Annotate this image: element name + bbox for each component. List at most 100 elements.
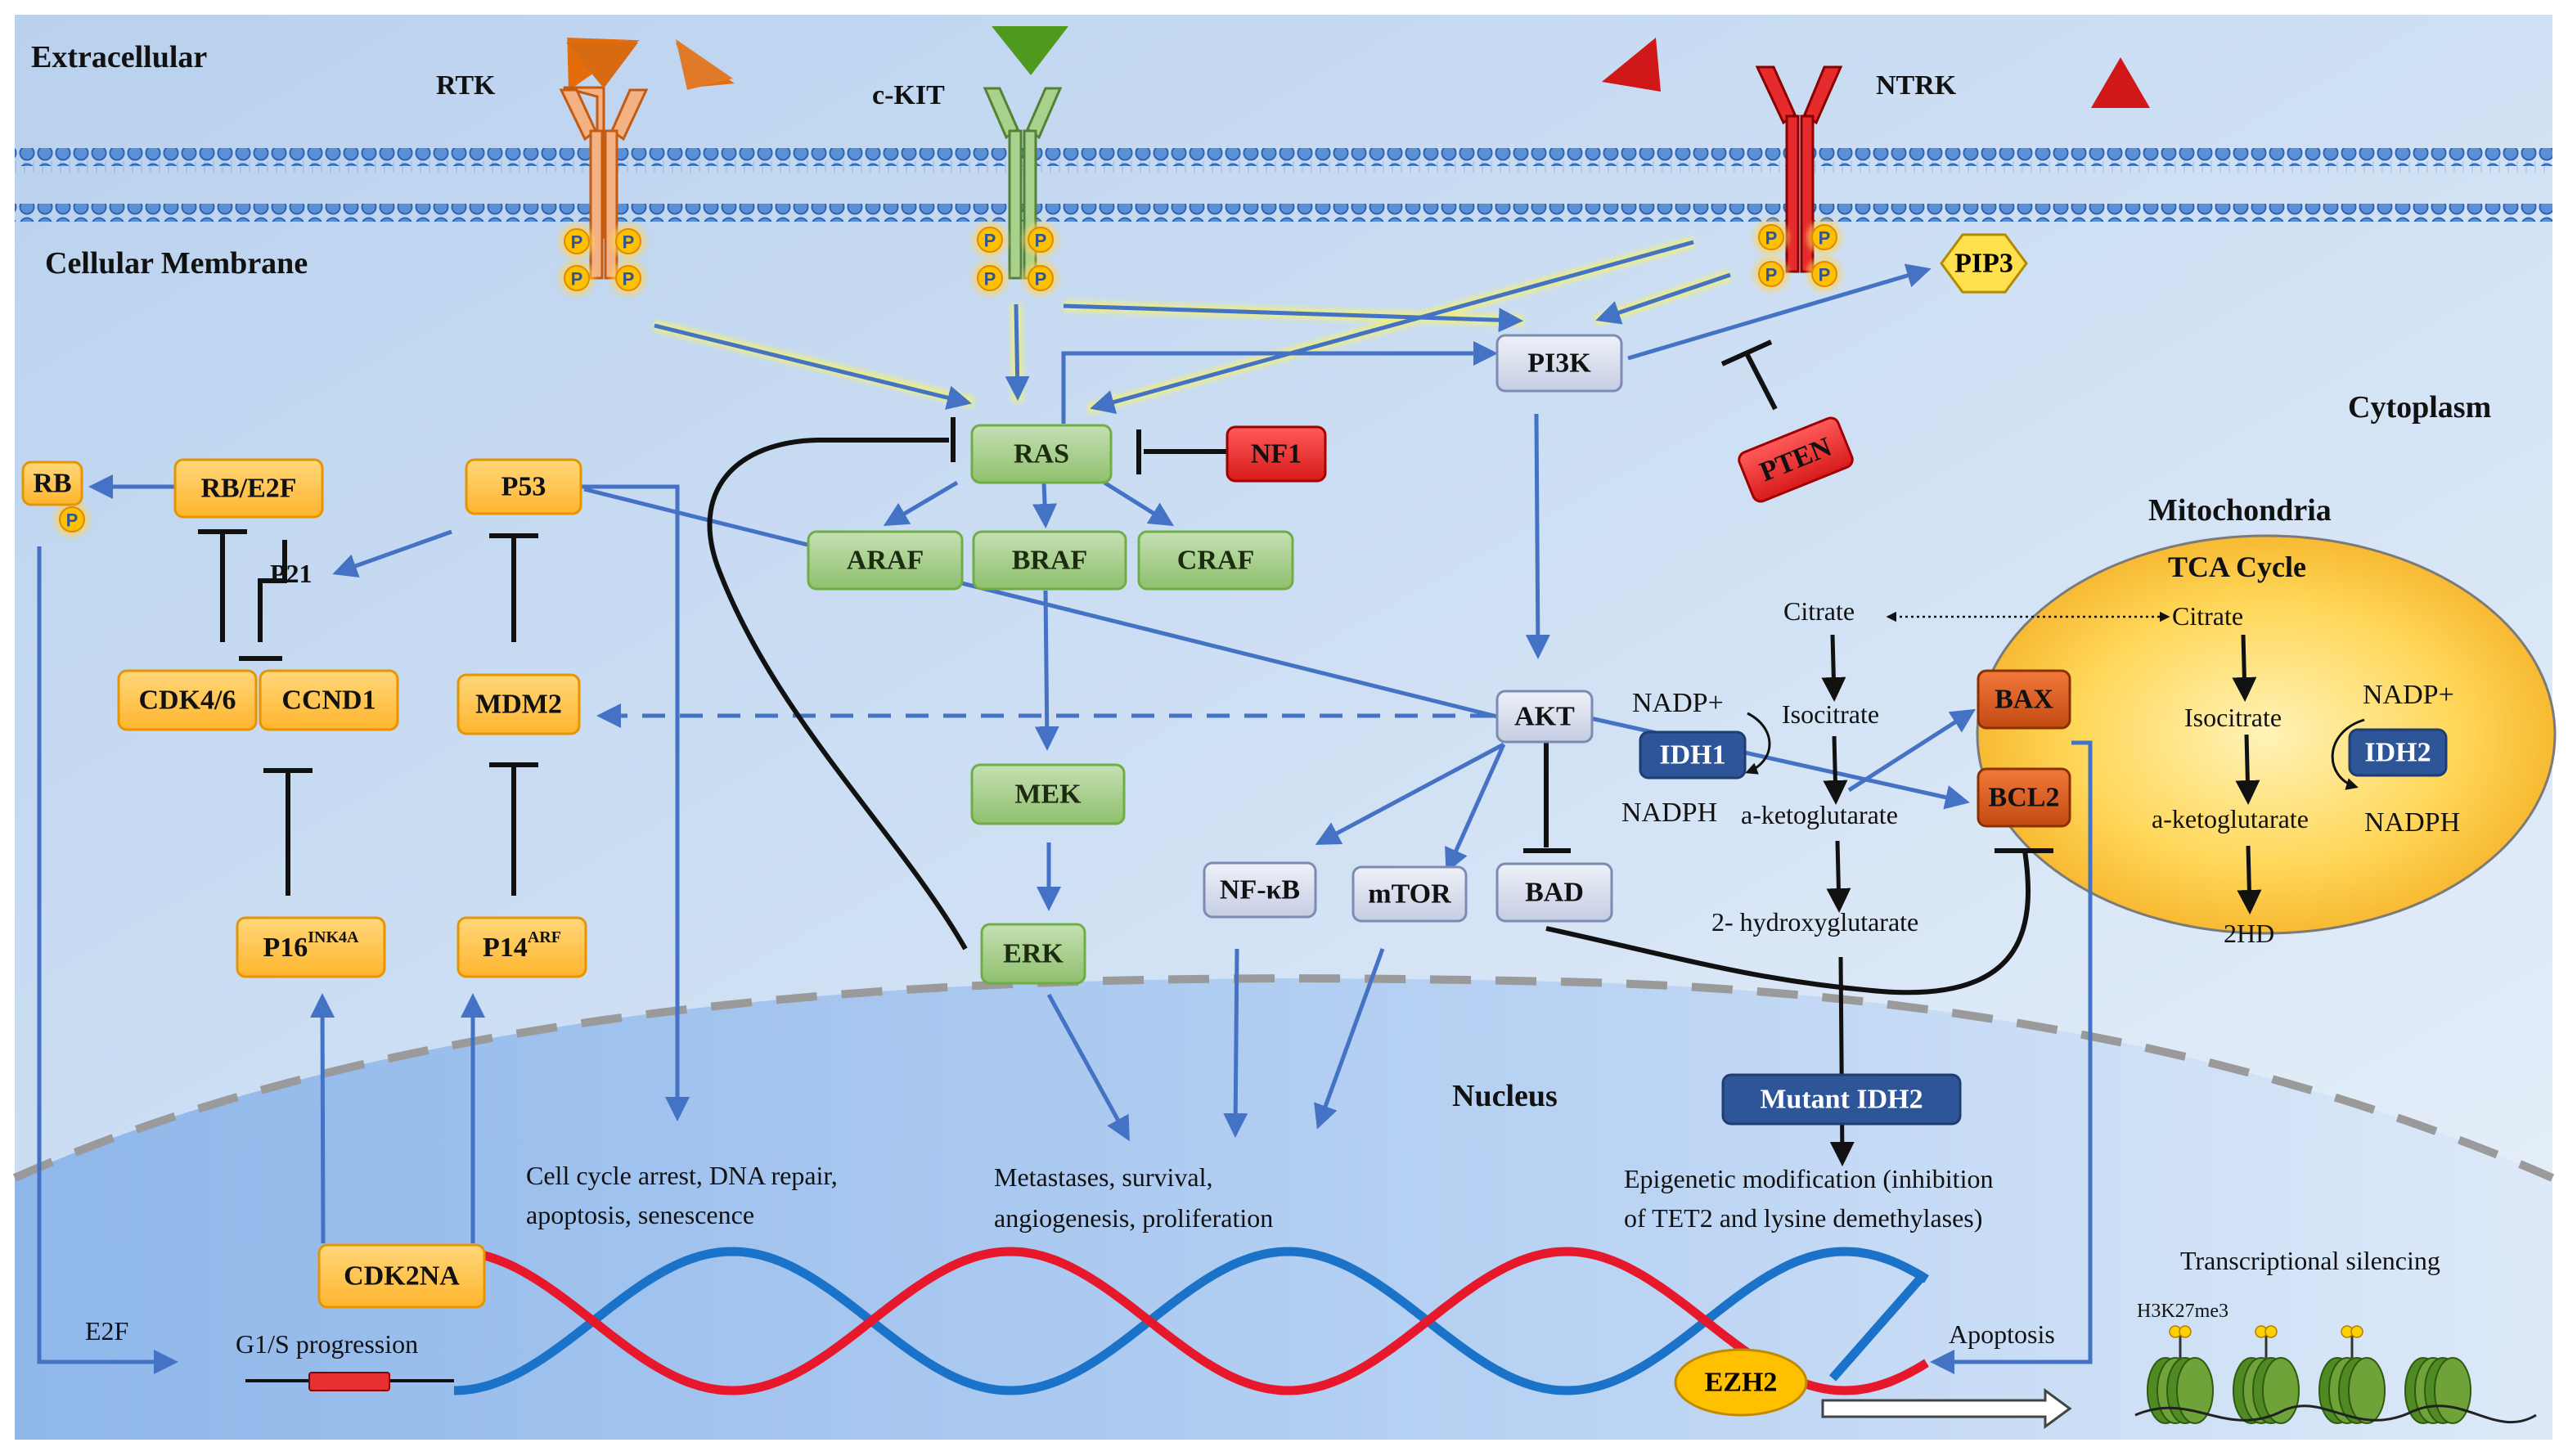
aketoglutarate-label: a-ketoglutarate — [1741, 800, 1898, 829]
mdm2-label: MDM2 — [475, 690, 562, 720]
p16-node: P16INK4A — [236, 916, 386, 978]
mek-label: MEK — [1014, 780, 1082, 810]
pip3-label: PIP3 — [1954, 249, 2013, 279]
mutant-idh2-label: Mutant IDH2 — [1760, 1085, 1923, 1115]
araf-node: ARAF — [807, 530, 964, 591]
phosphate-icon: P — [972, 260, 1008, 296]
rb-label: RB — [33, 469, 71, 499]
bad-node: BAD — [1495, 862, 1613, 923]
p53-label: P53 — [501, 472, 546, 502]
phosphate-icon: P — [559, 223, 595, 259]
rtk-ligand-icon — [676, 39, 733, 90]
cdk2na-label: CDK2NA — [344, 1261, 460, 1292]
mito-isocitrate-label: Isocitrate — [2184, 703, 2282, 732]
mito-2hd-label: 2HD — [2224, 919, 2274, 948]
dna-strand-red — [453, 1247, 1929, 1395]
phosphate-label: P — [623, 232, 635, 253]
dna-helix — [453, 1247, 1929, 1395]
phosphate-label: P — [1765, 265, 1778, 285]
isocitrate-label: Isocitrate — [1782, 699, 1879, 729]
nf1-label: NF1 — [1251, 439, 1302, 470]
pathway-arrows — [37, 263, 2093, 1374]
phosphate-icon: P — [54, 501, 90, 537]
p14-label: P14ARF — [483, 928, 561, 963]
ccnd1-label: CCND1 — [281, 685, 376, 716]
apoptosis-label: Apoptosis — [1949, 1319, 2055, 1349]
mek-node: MEK — [970, 763, 1126, 825]
g1s-gene-segment — [308, 1372, 390, 1391]
idh1-node: IDH1 — [1639, 730, 1747, 780]
bcl2-node: BCL2 — [1977, 767, 2071, 828]
mito-nadph-label: NADPH — [2364, 807, 2460, 838]
ccnd1-node: CCND1 — [259, 669, 399, 731]
pi3k-node: PI3K — [1495, 334, 1623, 393]
phosphate-label: P — [1819, 228, 1831, 249]
phosphate-icon: P — [1753, 256, 1789, 292]
craf-node: CRAF — [1137, 530, 1294, 591]
mitochondria — [1976, 534, 2557, 935]
rb-e2f-label: RB/E2F — [200, 474, 296, 504]
bax-node: BAX — [1977, 669, 2071, 730]
ntrk-label: NTRK — [1876, 70, 1957, 101]
h3k27me3-label: H3K27me3 — [2137, 1301, 2228, 1322]
inhibition-lines — [198, 339, 2053, 995]
phosphate-label: P — [623, 269, 635, 290]
rb-e2f-node: RB/E2F — [173, 458, 324, 519]
mito-aketoglutarate-label: a-ketoglutarate — [2152, 804, 2309, 834]
erk-node: ERK — [980, 923, 1086, 985]
braf-node: BRAF — [972, 530, 1127, 591]
ckit-ligand-icon — [992, 26, 1068, 75]
cdk4-6-label: CDK4/6 — [139, 685, 236, 716]
extracellular-label: Extracellular — [31, 40, 207, 74]
pten-node: PTEN — [1738, 416, 1854, 503]
akt-label: AKT — [1514, 702, 1575, 732]
akt-node: AKT — [1495, 690, 1594, 744]
g1s-label: G1/S progression — [236, 1329, 418, 1359]
mutant-idh2-node: Mutant IDH2 — [1721, 1073, 1962, 1126]
cell-membrane — [15, 148, 2552, 222]
e2f-label: E2F — [85, 1316, 128, 1346]
ckit-label: c-KIT — [872, 80, 945, 110]
mtor-label: mTOR — [1368, 879, 1451, 910]
membrane-label: Cellular Membrane — [45, 246, 308, 281]
pi3k-label: PI3K — [1527, 348, 1591, 379]
ezh2-node: EZH2 — [1674, 1348, 1808, 1417]
ras-node: RAS — [970, 424, 1113, 484]
erk-label: ERK — [1003, 939, 1064, 969]
bax-label: BAX — [1995, 685, 2053, 715]
cdk2na-node: CDK2NA — [317, 1243, 486, 1309]
p21-label: P21 — [270, 559, 313, 588]
metastases-outcome-line2: angiogenesis, proliferation — [994, 1203, 1273, 1233]
ntrk-ligand-icon — [2091, 57, 2150, 108]
rtk-label: RTK — [436, 70, 496, 101]
rtk-ligand-icon — [566, 43, 638, 88]
pip3-node: PIP3 — [1940, 233, 2028, 294]
nucleus-label: Nucleus — [1452, 1079, 1558, 1113]
citrate-label: Citrate — [1783, 596, 1855, 626]
phosphate-label: P — [984, 231, 996, 251]
mito-nadp-label: NADP+ — [2363, 680, 2454, 710]
chromatin-strand — [2134, 1404, 2537, 1424]
phosphate-icon: P — [610, 260, 646, 296]
phosphate-icon: P — [1753, 219, 1789, 255]
phosphate-icon: P — [1023, 260, 1059, 296]
phosphate-icon: P — [1023, 222, 1059, 258]
braf-label: BRAF — [1012, 546, 1088, 576]
phosphate-label: P — [1035, 269, 1047, 290]
craf-label: CRAF — [1177, 546, 1254, 576]
dna-strand-end — [1828, 1273, 1927, 1382]
mitochondria-label: Mitochondria — [2148, 493, 2332, 528]
hydroxyglutarate-label: 2- hydroxyglutarate — [1711, 907, 1918, 937]
phosphate-label: P — [1035, 231, 1047, 251]
cell-cycle-outcome-line2: apoptosis, senescence — [526, 1200, 754, 1229]
bad-label: BAD — [1525, 878, 1584, 908]
ras-label: RAS — [1014, 439, 1069, 470]
mtor-node: mTOR — [1351, 865, 1468, 923]
ezh2-label: EZH2 — [1705, 1368, 1778, 1398]
phosphate-label: P — [571, 269, 583, 290]
cytoplasm-label: Cytoplasm — [2348, 390, 2491, 425]
dna-strand-blue — [453, 1247, 1929, 1395]
metabolic-arrows — [1745, 611, 2365, 1166]
